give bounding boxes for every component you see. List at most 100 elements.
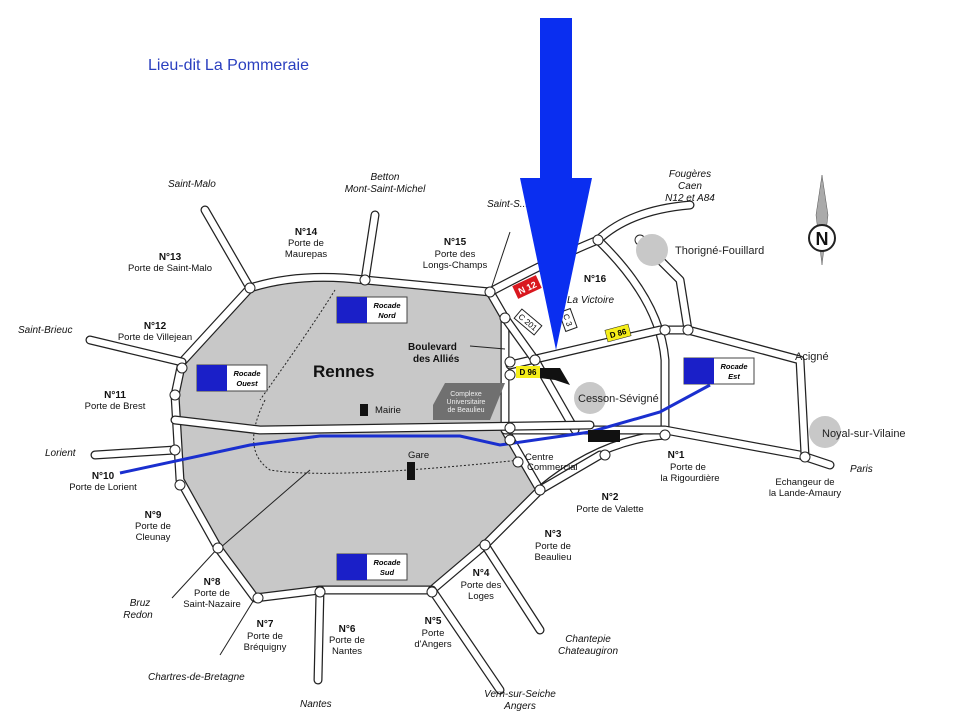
svg-text:Porte de: Porte de [670,462,706,473]
badge-d96: D 96 [516,366,540,378]
compass-north-icon: N [808,174,836,266]
svg-text:N°5: N°5 [425,616,442,627]
rocade-nord-badge: Rocade Nord [336,296,408,324]
svg-text:Ouest: Ouest [236,379,258,388]
rocade-ouest-badge: Rocade Ouest [196,364,268,392]
town-cesson: Cesson-Sévigné [578,393,659,405]
svg-text:N°11: N°11 [104,390,126,401]
svg-text:Nord: Nord [378,311,396,320]
svg-text:D 96: D 96 [520,368,537,377]
svg-text:Porte de Saint-Malo: Porte de Saint-Malo [128,263,212,274]
svg-text:N°7: N°7 [257,619,274,630]
dest-chartres: Chartres-de-Bretagne [148,672,245,683]
svg-text:Porte de: Porte de [535,541,571,552]
town-marker-noyal [809,416,841,448]
svg-text:Porte de Villejean: Porte de Villejean [118,332,192,343]
svg-text:N°16: N°16 [584,274,607,285]
complexe-area [433,383,505,420]
town-noyal: Noyal-sur-Vilaine [822,428,906,440]
svg-text:Longs-Champs: Longs-Champs [423,260,488,271]
dest-saint-malo: Saint-Malo [168,179,216,190]
svg-text:N°3: N°3 [545,529,562,540]
svg-text:Beaulieu: Beaulieu [535,552,572,563]
svg-text:Rocade: Rocade [720,362,747,371]
exit-16: N°16 [584,274,607,285]
dest-saint-sulpice: Saint-S... [487,199,528,210]
svg-text:Rocade: Rocade [373,301,400,310]
svg-text:N°2: N°2 [602,492,619,503]
svg-text:N°10: N°10 [92,471,115,482]
svg-text:Est: Est [728,372,740,381]
location-subtitle: Lieu-dit La Pommeraie [148,57,309,74]
svg-text:Maurepas: Maurepas [285,249,327,260]
route-line [119,383,711,475]
svg-text:D 86: D 86 [609,327,628,340]
town-marker-cesson [574,382,606,414]
svg-text:d'Angers: d'Angers [414,639,451,650]
interchanges [169,234,811,604]
svg-text:N°14: N°14 [295,227,318,238]
svg-text:Nantes: Nantes [332,646,362,657]
svg-text:Porte de Brest: Porte de Brest [85,401,146,412]
svg-text:Porte de: Porte de [135,521,171,532]
svg-text:N: N [816,229,829,249]
rennes-city-area [175,277,540,598]
svg-text:Cleunay: Cleunay [136,532,171,543]
svg-text:Porte de: Porte de [288,238,324,249]
site-marker [588,430,620,442]
svg-text:Porte de Valette: Porte de Valette [576,504,643,515]
la-victoire-label: La Victoire [567,295,615,306]
svg-text:Loges: Loges [468,591,494,602]
inner-boulevard [253,399,521,474]
svg-text:Porte des: Porte des [461,580,502,591]
rocade-est-badge: Rocade Est [683,357,755,385]
svg-text:Saint-Nazaire: Saint-Nazaire [183,599,241,610]
boulevard-pointer [469,345,506,350]
svg-text:Porte de: Porte de [194,588,230,599]
mairie-icon [360,404,368,416]
town-acigne: Acigné [795,351,829,363]
svg-text:N°1: N°1 [668,450,685,461]
svg-text:Porte: Porte [422,628,445,639]
svg-text:Porte des: Porte des [435,249,476,260]
inner-boulevard-north [259,289,336,401]
mairie-label: Mairie [375,405,401,416]
svg-text:N°12: N°12 [144,321,167,332]
svg-text:Porte de Lorient: Porte de Lorient [69,482,137,493]
location-arrow [520,18,592,350]
svg-text:N°8: N°8 [204,577,221,588]
svg-text:N°15: N°15 [444,237,467,248]
svg-text:N°4: N°4 [473,568,490,579]
rail-line [219,469,311,549]
svg-text:Sud: Sud [380,568,395,577]
dest-paris: Paris [850,464,873,475]
svg-text:Porte de: Porte de [329,635,365,646]
svg-text:C 3: C 3 [561,313,574,328]
gare-icon [407,462,415,480]
svg-text:Bréquigny: Bréquigny [244,642,287,653]
dest-lorient: Lorient [45,448,77,459]
